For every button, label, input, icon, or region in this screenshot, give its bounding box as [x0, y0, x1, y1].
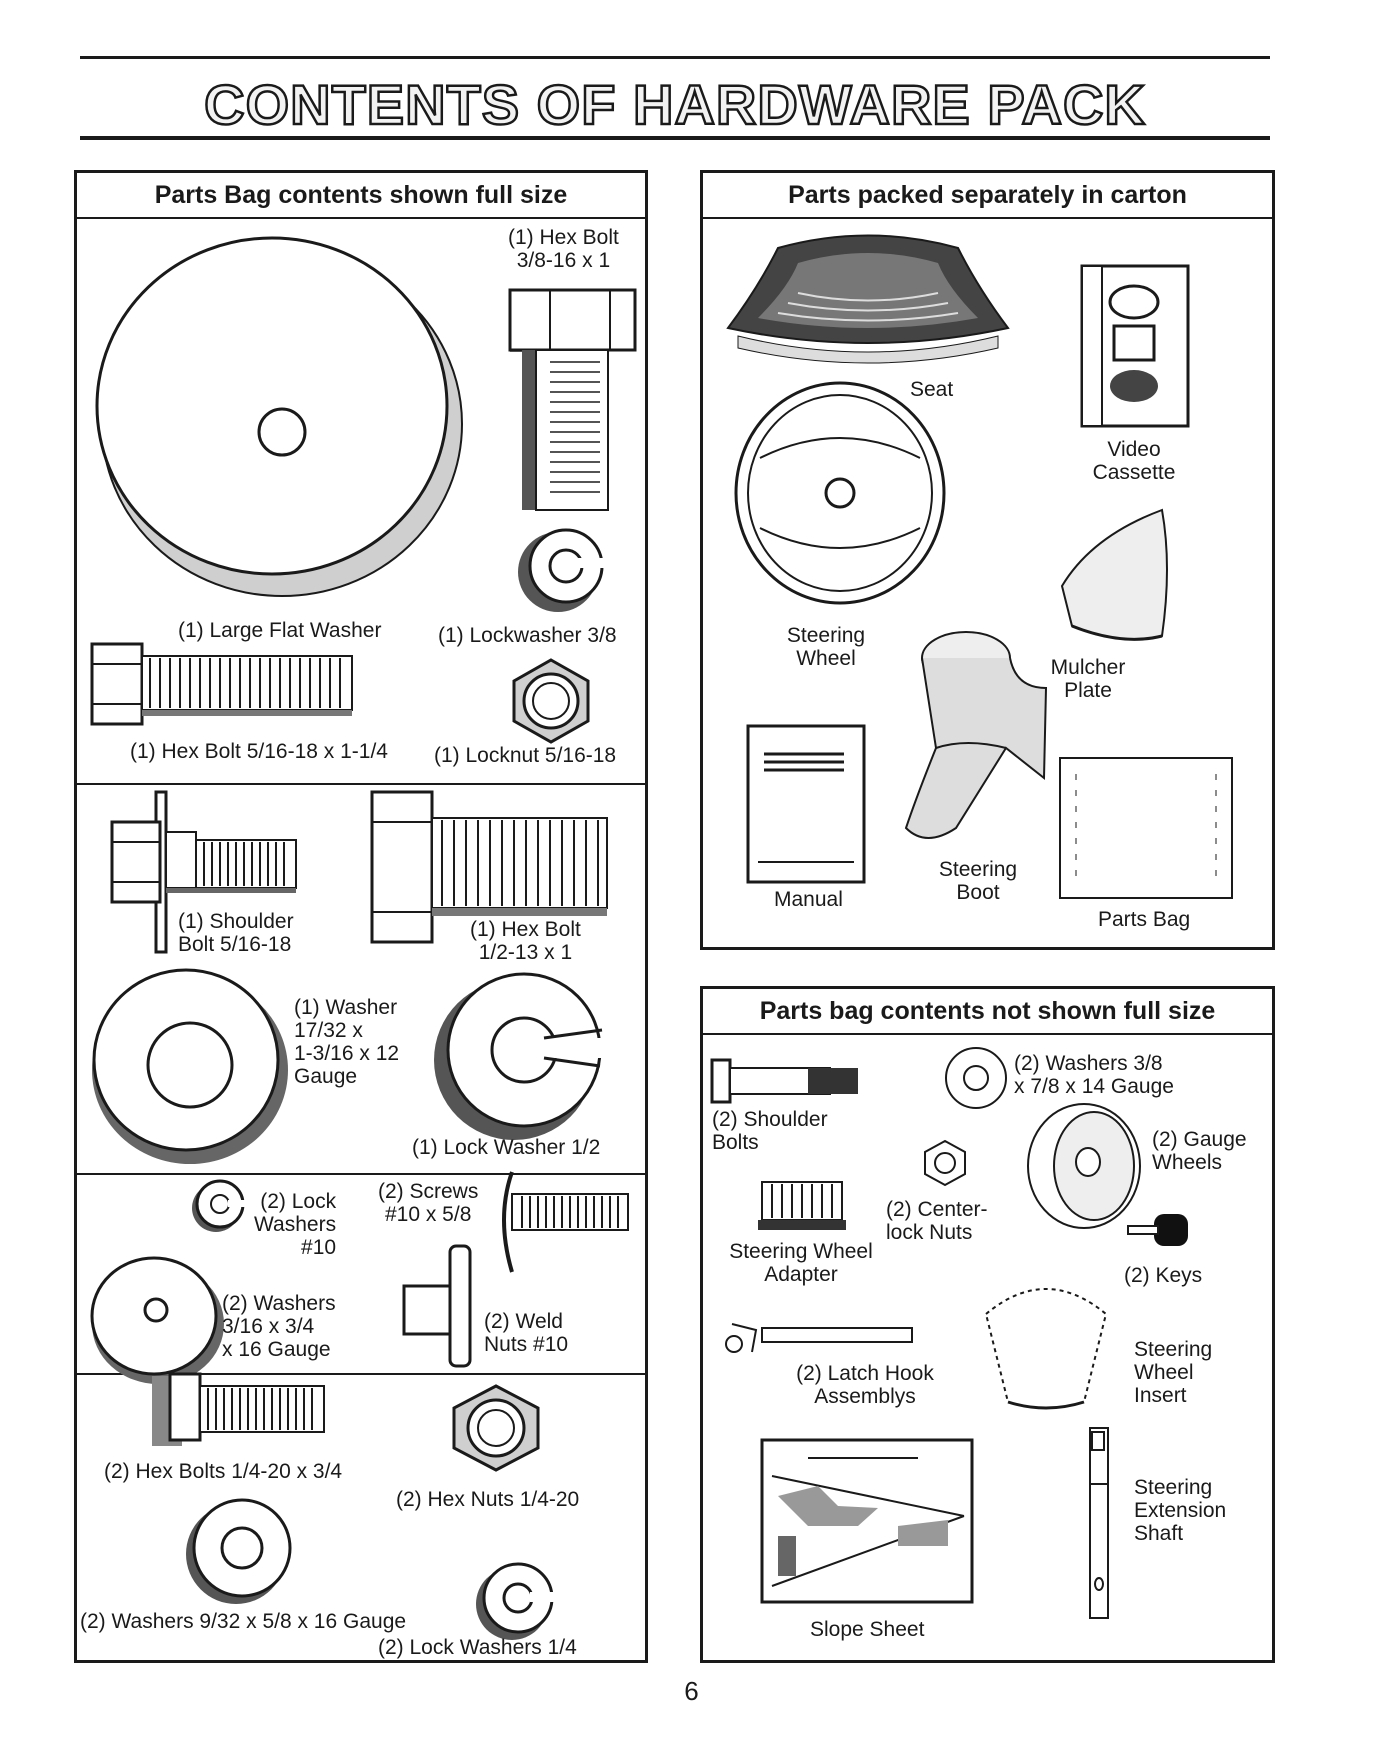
hex-bolt-38-label: (1) Hex Bolt 3/8-16 x 1 — [508, 226, 619, 272]
steering-boot-label: Steering Boot — [938, 858, 1018, 904]
hex-bolt-12-label: (1) Hex Bolt 1/2-13 x 1 — [470, 918, 581, 964]
lock-washers-14-drawing — [476, 1562, 566, 1640]
parts-bag-drawing — [1059, 757, 1233, 899]
full-size-heading: Parts Bag contents shown full size — [77, 173, 645, 219]
steering-wheel-insert-drawing — [984, 1288, 1108, 1410]
centerlock-nuts-drawing — [924, 1139, 966, 1187]
hex-nuts-14-drawing — [452, 1384, 540, 1472]
gauge-wheels-label: (2) Gauge Wheels — [1152, 1128, 1247, 1174]
hex-bolts-14-drawing — [152, 1372, 325, 1446]
steering-extension-shaft-drawing — [1089, 1427, 1109, 1619]
manual-drawing — [746, 724, 866, 884]
title-rule-bottom — [80, 136, 1270, 140]
full-size-panel: Parts Bag contents shown full size — [74, 170, 648, 1663]
latch-hook-drawing — [725, 1323, 913, 1353]
washer-1732-drawing — [92, 968, 288, 1164]
not-full-size-heading: Parts bag contents not shown full size — [703, 989, 1272, 1035]
steering-wheel-label: Steering Wheel — [786, 624, 866, 670]
steering-wheel-adapter-label: Steering Wheel Adapter — [729, 1240, 873, 1286]
seat-drawing — [726, 234, 1010, 364]
full-size-divider-1 — [77, 783, 645, 785]
large-flat-washer-label: (1) Large Flat Washer — [178, 619, 382, 642]
page-title: CONTENTS OF HARDWARE PACK — [203, 72, 1146, 138]
slope-sheet-drawing — [760, 1438, 974, 1604]
locknut-516-label: (1) Locknut 5/16-18 — [434, 744, 617, 767]
video-cassette-drawing — [1080, 264, 1190, 428]
screws-10-label: (2) Screws #10 x 5/8 — [378, 1180, 479, 1226]
hex-bolt-516-label: (1) Hex Bolt 5/16-18 x 1-1/4 — [130, 740, 388, 763]
latch-hook-label: (2) Latch Hook Assemblys — [796, 1362, 934, 1408]
not-full-size-panel: Parts bag contents not shown full size — [700, 986, 1275, 1663]
hex-bolt-38-drawing — [508, 288, 637, 511]
manual-label: Manual — [774, 888, 843, 911]
carton-panel: Parts packed separately in carton — [700, 170, 1275, 950]
lockwasher-38-drawing — [518, 528, 604, 612]
washers-932-label: (2) Washers 9/32 x 5/8 x 16 Gauge — [80, 1610, 407, 1633]
lock-washer-12-drawing — [434, 972, 604, 1140]
video-cassette-label: Video Cassette — [1092, 438, 1176, 484]
full-size-divider-3 — [77, 1373, 645, 1375]
lockwasher-38-label: (1) Lockwasher 3/8 — [438, 624, 617, 647]
seat-label: Seat — [910, 378, 954, 401]
steering-wheel-drawing — [734, 381, 946, 605]
full-size-divider-2 — [77, 1173, 645, 1175]
hex-bolts-14-label: (2) Hex Bolts 1/4-20 x 3/4 — [104, 1460, 343, 1483]
steering-extension-shaft-label: Steering Extension Shaft — [1134, 1476, 1227, 1545]
title-rule-top — [80, 56, 1270, 59]
lock-washer-12-label: (1) Lock Washer 1/2 — [412, 1136, 601, 1159]
parts-bag-label: Parts Bag — [1098, 908, 1191, 931]
mulcher-plate-label: Mulcher Plate — [1050, 656, 1126, 702]
shoulder-bolts-label: (2) Shoulder Bolts — [712, 1108, 828, 1154]
weld-nuts-drawing — [402, 1244, 472, 1368]
page-number: 6 — [684, 1676, 699, 1706]
washers-316-drawing — [90, 1256, 224, 1384]
keys-drawing — [1127, 1214, 1188, 1246]
keys-label: (2) Keys — [1124, 1264, 1203, 1287]
lock-washers-10-drawing — [192, 1179, 252, 1232]
locknut-516-drawing — [512, 658, 590, 744]
slope-sheet-label: Slope Sheet — [810, 1618, 925, 1641]
steering-boot-drawing — [904, 631, 1048, 839]
washers-316-label: (2) Washers 3/16 x 3/4 x 16 Gauge — [222, 1292, 336, 1361]
steering-wheel-adapter-drawing — [758, 1181, 846, 1230]
screws-10-drawing — [502, 1171, 629, 1273]
shoulder-bolt-label: (1) Shoulder Bolt 5/16-18 — [178, 910, 294, 956]
washer-1732-label: (1) Washer 17/32 x 1-3/16 x 12 Gauge — [294, 996, 400, 1088]
hex-bolt-516-drawing — [90, 642, 353, 726]
washers-38-label: (2) Washers 3/8 x 7/8 x 14 Gauge — [1014, 1052, 1174, 1098]
hex-nuts-14-label: (2) Hex Nuts 1/4-20 — [396, 1488, 580, 1511]
washers-932-drawing — [186, 1498, 292, 1604]
lock-washers-14-label: (2) Lock Washers 1/4 — [378, 1636, 577, 1659]
gauge-wheels-drawing — [1027, 1103, 1141, 1229]
washers-38-drawing — [945, 1047, 1007, 1109]
shoulder-bolts-drawing — [710, 1058, 858, 1104]
mulcher-plate-drawing — [1060, 508, 1168, 641]
hex-bolt-12-drawing — [370, 790, 608, 944]
centerlock-nuts-label: (2) Center- lock Nuts — [886, 1198, 988, 1244]
weld-nuts-label: (2) Weld Nuts #10 — [484, 1310, 569, 1356]
steering-wheel-insert-label: Steering Wheel Insert — [1134, 1338, 1213, 1407]
lock-washers-10-label: (2) Lock Washers #10 — [254, 1190, 337, 1259]
shoulder-bolt-drawing — [110, 790, 297, 954]
large-flat-washer-drawing — [95, 236, 463, 597]
carton-heading: Parts packed separately in carton — [703, 173, 1272, 219]
